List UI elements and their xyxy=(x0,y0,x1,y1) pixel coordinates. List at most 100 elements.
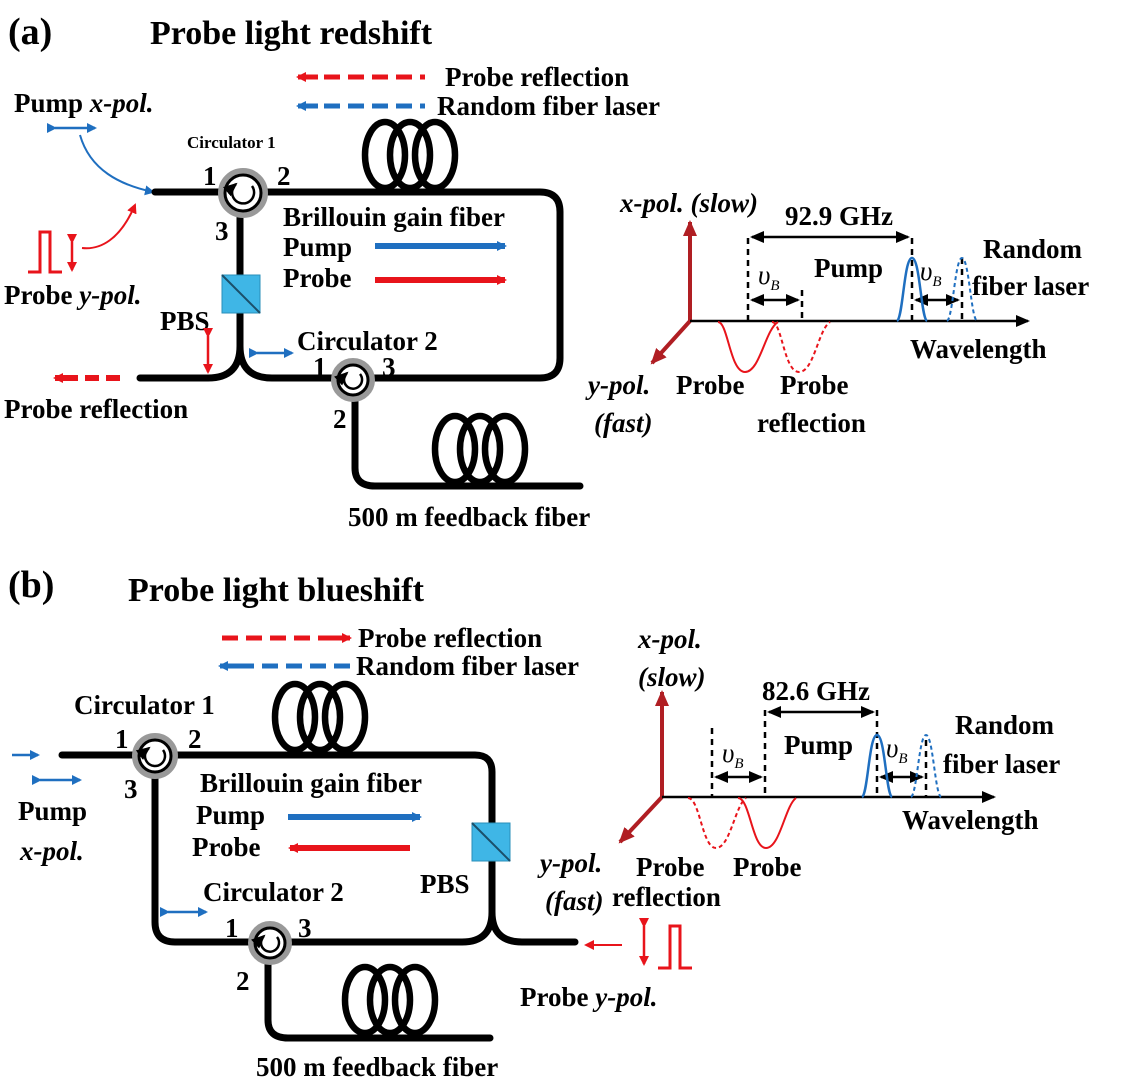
panel-a-tag: (a) xyxy=(8,11,52,53)
spectrum-b-pump-peak xyxy=(860,733,894,799)
probe-reflection-out-label: Probe reflection xyxy=(4,394,188,424)
pump-injection-curve xyxy=(79,134,155,196)
spectrum-a-gap-label: 92.9 GHz xyxy=(785,201,893,231)
spectrum-b-probe-reflection-peak xyxy=(687,797,747,850)
spectrum-a-probe-refl-2: reflection xyxy=(757,408,866,438)
circulator-1 xyxy=(218,168,268,218)
b-c1-port-3: 3 xyxy=(124,774,138,804)
circulator-1-label: Circulator 1 xyxy=(187,133,276,152)
spectrum-b-probe-label: Probe xyxy=(733,852,802,882)
b-feedback-fiber-label: 500 m feedback fiber xyxy=(256,1052,498,1082)
panel-b-title: Probe light blueshift xyxy=(128,572,425,609)
spectrum-a-probe-peak xyxy=(717,321,779,374)
spectrum-b-probe-refl-2: reflection xyxy=(612,882,721,912)
pump-label: Pump x-pol. xyxy=(14,88,154,118)
b-c2-port-1: 1 xyxy=(225,913,239,943)
spectrum-a-x-pol-label: x-pol. (slow) xyxy=(619,188,758,218)
legend-random-laser-label: Random fiber laser xyxy=(437,91,660,121)
c1-port-3: 3 xyxy=(215,216,229,246)
legend-b-probe-reflection-label: Probe reflection xyxy=(358,623,542,653)
c2-port-1: 1 xyxy=(313,352,327,382)
probe-injection-curve xyxy=(81,203,137,250)
circulator-2 xyxy=(331,358,375,402)
spectrum-a-fast-label: (fast) xyxy=(594,408,652,438)
spectrum-b-pump-label: Pump xyxy=(784,730,853,760)
gain-fiber-label: Brillouin gain fiber xyxy=(283,202,505,232)
spectrum-b-probe-peak xyxy=(737,797,797,850)
c2-port-3: 3 xyxy=(382,352,396,382)
spectrum-b-probe-refl-1: Probe xyxy=(636,852,705,882)
pump-b-label: Pump xyxy=(18,796,87,826)
gain-fiber-loop xyxy=(261,188,564,382)
legend-b-random-laser-label: Random fiber laser xyxy=(356,651,579,681)
probe-label: Probe y-pol. xyxy=(4,280,141,310)
spectrum-a-random-peak xyxy=(946,256,978,322)
circulator-2-label: Circulator 2 xyxy=(297,326,438,356)
panel-a-legend: Probe reflection Random fiber laser xyxy=(296,62,660,121)
b-probe-pulse-icon xyxy=(658,924,692,970)
spectrum-b-fast-label: (fast) xyxy=(545,886,603,916)
spectrum-b-wavelength-label: Wavelength xyxy=(902,805,1039,835)
c1-port-2: 2 xyxy=(277,161,291,191)
spectrum-a-random-label-2: fiber laser xyxy=(972,271,1089,301)
pbs-component xyxy=(221,274,261,314)
b-probe-arrow-label: Probe xyxy=(192,832,261,862)
pump-b-pol-label: x-pol. xyxy=(19,836,84,866)
panel-b: (b) Probe light blueshift Probe reflecti… xyxy=(8,564,1060,1082)
b-circulator1-to-circulator2 xyxy=(151,771,254,946)
b-circulator-2 xyxy=(248,921,292,965)
spectrum-a-nu-b1: υB xyxy=(758,260,780,294)
spectrum-b-random-label-2: fiber laser xyxy=(943,749,1060,779)
spectrum-b-slow-label: (slow) xyxy=(638,662,706,692)
reflection-output-fiber xyxy=(136,342,244,382)
feedback-fiber-label: 500 m feedback fiber xyxy=(348,502,590,532)
b-c2-port-2: 2 xyxy=(236,966,250,996)
b-circulator-1-label: Circulator 1 xyxy=(74,690,215,720)
b-feedback-fiber-coil xyxy=(341,963,439,1037)
b-pbs-label: PBS xyxy=(420,869,470,899)
pump-arrow-label: Pump xyxy=(283,232,352,262)
spectrum-b-gap-label: 82.6 GHz xyxy=(762,676,870,706)
spectrum-b-nu-b2: υB xyxy=(886,733,908,767)
spectrum-a-y-pol-label: y-pol. xyxy=(585,370,650,400)
b-c2-port-3: 3 xyxy=(298,913,312,943)
spectrum-b-nu-b1: υB xyxy=(722,738,744,772)
spectrum-a-wavelength-label: Wavelength xyxy=(910,334,1047,364)
b-gain-fiber-label: Brillouin gain fiber xyxy=(200,768,422,798)
probe-arrow-label: Probe xyxy=(283,263,352,293)
c2-port-2: 2 xyxy=(333,404,347,434)
spectrum-a-pump-label: Pump xyxy=(814,253,883,283)
spectrum-b-random-peak xyxy=(910,733,942,798)
panel-b-legend: Probe reflection Random fiber laser xyxy=(218,623,579,681)
spectrum-a-pump-peak xyxy=(895,256,929,323)
panel-a-title: Probe light redshift xyxy=(150,15,433,52)
panel-a: (a) Probe light redshift Probe reflectio… xyxy=(4,11,1089,532)
b-pbs-to-circulator2 xyxy=(286,908,496,946)
spectrum-b-y-pol-axis xyxy=(618,795,664,844)
spectrum-a-probe-refl-1: Probe xyxy=(780,370,849,400)
pbs-label: PBS xyxy=(160,306,210,336)
feedback-fiber-path xyxy=(351,394,584,490)
c1-port-1: 1 xyxy=(203,161,217,191)
b-circulator-2-label: Circulator 2 xyxy=(203,877,344,907)
probe-pulse-icon xyxy=(28,230,62,274)
spectrum-a-random-label-1: Random xyxy=(983,234,1083,264)
spectrum-a-nu-b2: υB xyxy=(920,256,942,290)
spectrum-b-random-label-1: Random xyxy=(955,710,1055,740)
spectrum-a-probe-reflection-peak xyxy=(771,321,831,374)
spectrum-a-probe-label: Probe xyxy=(676,370,745,400)
b-c1-port-1: 1 xyxy=(115,724,129,754)
panel-b-tag: (b) xyxy=(8,564,54,606)
spectrum-b: x-pol. (slow) y-pol. (fast) 82.6 GHz υB … xyxy=(537,624,1060,916)
spectrum-a: x-pol. (slow) y-pol. (fast) 92.9 GHz υB … xyxy=(585,188,1089,438)
b-pump-arrow-label: Pump xyxy=(196,800,265,830)
legend-probe-reflection-label: Probe reflection xyxy=(445,62,629,92)
feedback-fiber-coil xyxy=(431,412,529,486)
b-pbs-component xyxy=(471,822,511,862)
b-gain-fiber-coil xyxy=(271,680,369,754)
gain-fiber-coil xyxy=(361,118,459,192)
b-probe-label: Probe y-pol. xyxy=(520,982,657,1012)
spectrum-b-x-pol-label: x-pol. xyxy=(637,624,702,654)
b-feedback-fiber-path xyxy=(264,958,494,1042)
